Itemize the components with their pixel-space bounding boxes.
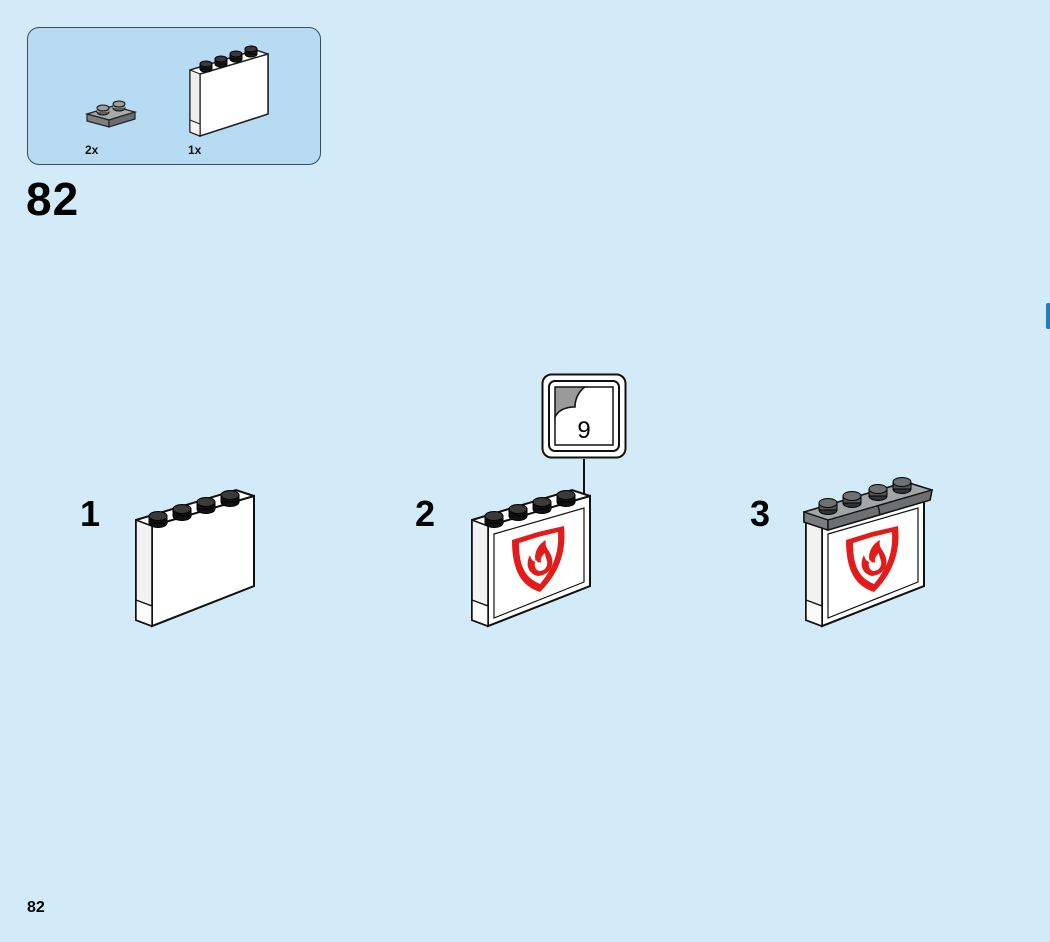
sticker-number: 9 bbox=[577, 417, 591, 444]
parts-callout: 2x 1x bbox=[27, 27, 321, 165]
part-quantity-plate: 2x bbox=[85, 143, 99, 157]
substep-3-number: 3 bbox=[750, 493, 771, 534]
sticker-sheet-icon bbox=[541, 373, 627, 459]
step-number: 82 bbox=[26, 173, 80, 225]
substep-2-number: 2 bbox=[415, 493, 436, 534]
white-panel-part bbox=[189, 45, 269, 138]
grey-plate-1x2-part bbox=[84, 100, 138, 128]
fire-extinguisher-sign-icon bbox=[512, 526, 565, 592]
substep-1-number: 1 bbox=[80, 493, 101, 534]
part-quantity-panel: 1x bbox=[188, 143, 202, 157]
page-number: 82 bbox=[27, 899, 45, 916]
substep-1-white-panel bbox=[135, 488, 255, 628]
page-edge-tab bbox=[1046, 303, 1050, 329]
substep-2-panel-with-sticker bbox=[471, 488, 591, 628]
fire-extinguisher-sign-icon-2 bbox=[846, 526, 899, 592]
substep-3-panel-with-plates bbox=[803, 477, 933, 628]
sticker-callout: 9 bbox=[541, 373, 627, 459]
